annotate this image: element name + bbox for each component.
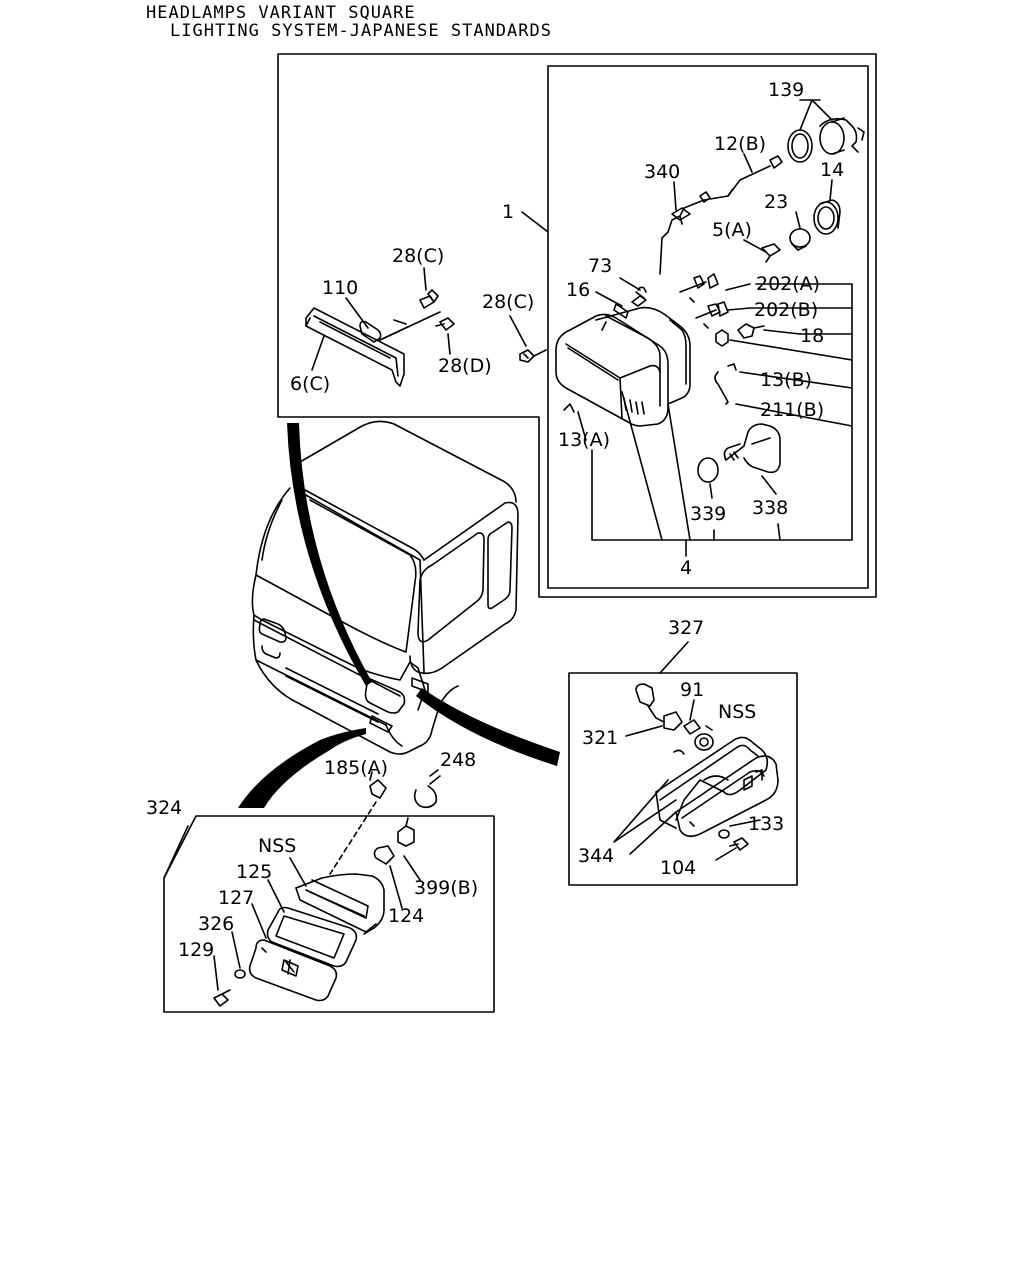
label-127: 127 [218,887,254,909]
leader-bands [238,423,560,808]
label-125: 125 [236,861,272,883]
label-23: 23 [764,191,788,213]
label-16: 16 [566,279,590,301]
label-91: 91 [680,679,704,701]
label-12b: 12(B) [714,133,766,155]
headlamp-group-box [277,53,877,598]
label-104: 104 [660,857,696,879]
marker-lamp-box-327 [568,641,798,886]
label-14: 14 [820,159,844,181]
label-248: 248 [440,749,476,771]
label-139: 139 [768,79,804,101]
label-18: 18 [800,325,824,347]
truck-cab-illustration [251,420,519,755]
label-202a: 202(A) [756,273,820,295]
label-321: 321 [582,727,618,749]
part-labels: 139 12(B) 340 14 23 1 5(A) 73 28(C) 110 … [146,79,844,961]
label-nss-left: NSS [258,835,296,857]
label-110: 110 [322,277,358,299]
label-185a: 185(A) [324,757,388,779]
header-title: HEADLAMPS VARIANT SQUARE [146,3,416,23]
label-5a: 5(A) [712,219,752,241]
label-324: 324 [146,797,182,819]
label-133: 133 [748,813,784,835]
label-4: 4 [680,557,692,579]
label-327: 327 [668,617,704,639]
label-6c: 6(C) [290,373,330,395]
marker-lamp-box-324 [163,769,495,1013]
label-1: 1 [502,201,514,223]
label-28c-top: 28(C) [392,245,444,267]
diagram-header: HEADLAMPS VARIANT SQUARE LIGHTING SYSTEM… [146,4,552,40]
label-13b: 13(B) [760,369,812,391]
label-129: 129 [178,939,214,961]
label-211b: 211(B) [760,399,824,421]
label-28c-mid: 28(C) [482,291,534,313]
label-338: 338 [752,497,788,519]
label-28d: 28(D) [438,355,492,377]
label-202b: 202(B) [754,299,818,321]
label-344: 344 [578,845,614,867]
label-13a: 13(A) [558,429,610,451]
label-339: 339 [690,503,726,525]
headlamp-assembly [519,286,691,427]
leader-lines-top [311,99,853,557]
label-124: 124 [388,905,424,927]
label-nss-right: NSS [718,701,756,723]
label-326: 326 [198,913,234,935]
label-399b: 399(B) [414,877,478,899]
label-73: 73 [588,255,612,277]
label-340: 340 [644,161,680,183]
header-subtitle: LIGHTING SYSTEM-JAPANESE STANDARDS [170,21,552,41]
bracket-6c [305,289,455,387]
headlamp-small-parts [563,117,865,483]
